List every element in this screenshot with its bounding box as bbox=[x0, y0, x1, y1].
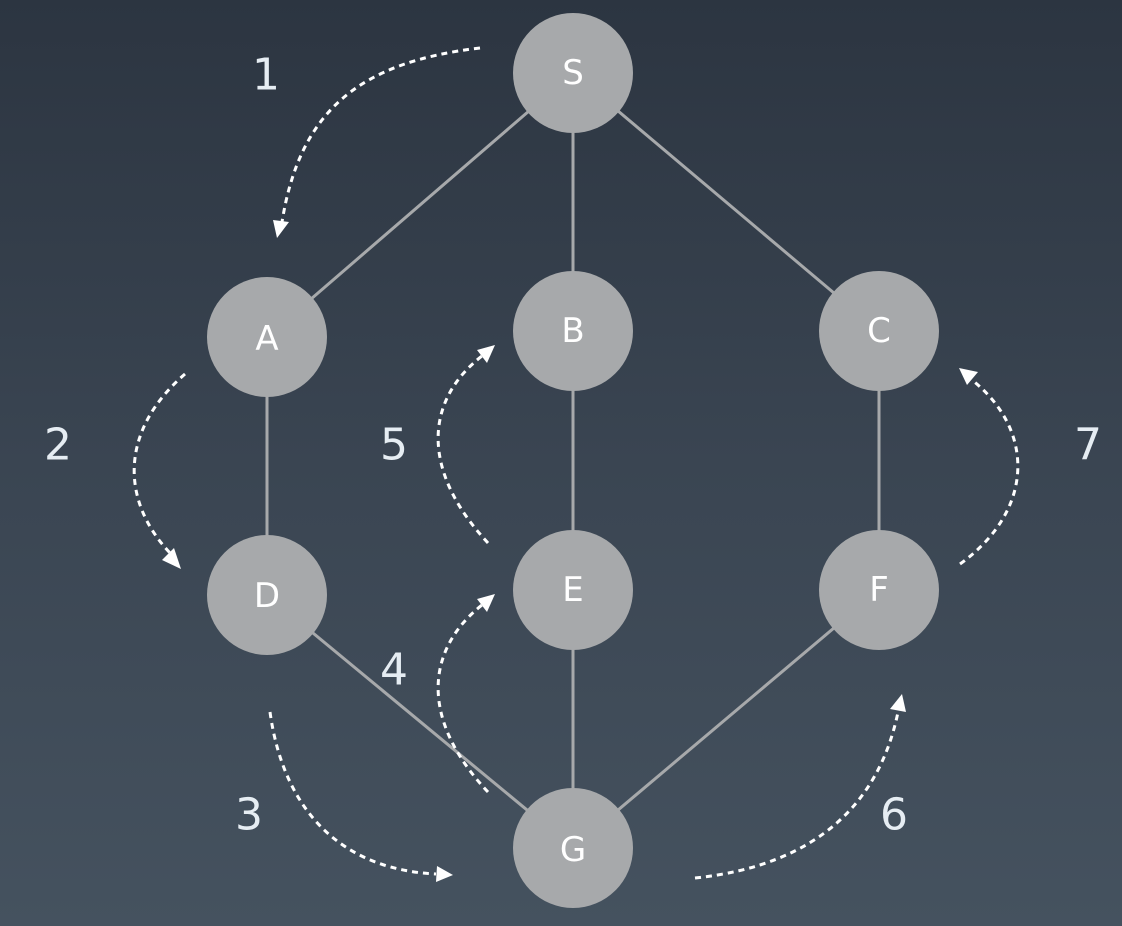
step-2-arrow bbox=[132, 372, 186, 569]
step-5-label: 5 bbox=[380, 420, 408, 471]
nodes: S A B C D E F G bbox=[207, 13, 939, 908]
node-c: C bbox=[819, 271, 939, 391]
node-a-label: A bbox=[255, 319, 278, 359]
node-f: F bbox=[819, 530, 939, 650]
step-6-arrow bbox=[694, 694, 906, 880]
step-3-arrow bbox=[268, 711, 453, 882]
step-7-label: 7 bbox=[1074, 420, 1102, 471]
node-s: S bbox=[513, 13, 633, 133]
edge-f-g bbox=[572, 588, 880, 850]
edge-s-a bbox=[266, 71, 574, 339]
step-1-label: 1 bbox=[252, 50, 280, 101]
step-1-arrow bbox=[273, 46, 481, 238]
traversal-arrows bbox=[132, 46, 1020, 882]
step-7-arrow bbox=[959, 368, 1020, 566]
node-e: E bbox=[513, 530, 633, 650]
node-a: A bbox=[207, 277, 327, 397]
step-2-label: 2 bbox=[44, 420, 72, 471]
step-6-label: 6 bbox=[880, 790, 908, 841]
node-b: B bbox=[513, 271, 633, 391]
node-c-label: C bbox=[867, 311, 891, 351]
step-4-label: 4 bbox=[380, 645, 408, 696]
edge-s-c bbox=[572, 71, 880, 333]
step-labels: 1 2 3 4 5 6 7 bbox=[44, 50, 1102, 841]
node-g-label: G bbox=[560, 830, 586, 870]
node-f-label: F bbox=[869, 570, 889, 610]
node-d-label: D bbox=[254, 576, 280, 616]
step-5-arrow bbox=[436, 345, 495, 545]
step-4-arrow bbox=[436, 594, 495, 794]
node-b-label: B bbox=[561, 311, 584, 351]
node-s-label: S bbox=[562, 53, 584, 93]
node-g: G bbox=[513, 788, 633, 908]
edge-d-g bbox=[266, 593, 574, 850]
node-d: D bbox=[207, 535, 327, 655]
step-3-label: 3 bbox=[235, 790, 263, 841]
edges bbox=[265, 71, 881, 850]
node-e-label: E bbox=[562, 570, 583, 610]
